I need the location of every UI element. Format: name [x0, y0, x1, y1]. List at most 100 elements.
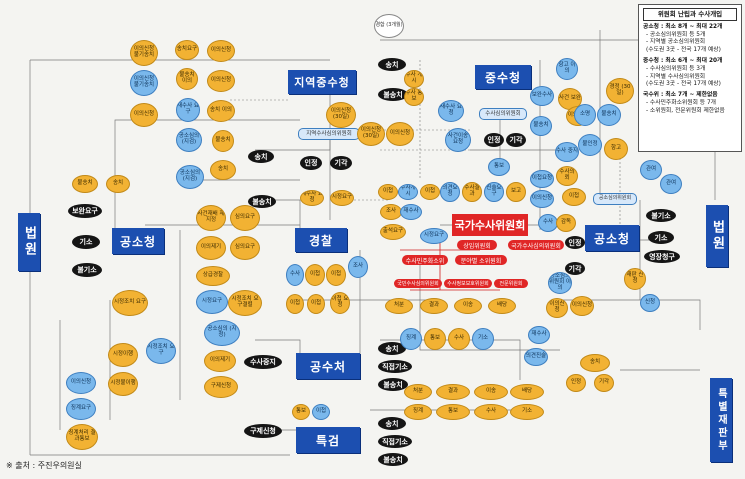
node-o7[interactable]: 이의신청: [130, 103, 158, 127]
node-s17[interactable]: 감독: [556, 214, 576, 232]
node-r15[interactable]: 수사: [474, 404, 508, 420]
node-c13[interactable]: 불송치: [530, 116, 552, 136]
node-s10[interactable]: 진술요구: [484, 182, 504, 202]
node-o20[interactable]: 상급경찰: [196, 266, 230, 286]
node-c9[interactable]: 보완수사: [530, 86, 554, 106]
node-s7[interactable]: 시정요구: [420, 228, 448, 244]
node-c14[interactable]: 수사 중지: [555, 142, 579, 162]
node-p9[interactable]: 시정요구: [330, 190, 354, 206]
node-c29[interactable]: 송치: [580, 354, 610, 372]
node-s3[interactable]: 이첩: [420, 184, 440, 200]
node-o28[interactable]: 시정이행: [108, 343, 138, 367]
node-o30[interactable]: 이의신청: [66, 372, 96, 394]
suhyeon-node[interactable]: 수사중지: [244, 355, 282, 369]
node-r10[interactable]: 결과: [436, 384, 470, 400]
right-warrant-node[interactable]: 영장청구: [644, 250, 680, 263]
node-o8[interactable]: 재수사 요구: [176, 98, 200, 122]
node-r1[interactable]: 처분: [385, 298, 413, 314]
node-o9[interactable]: 송치 이의: [207, 100, 235, 122]
node-o21[interactable]: 시정요구: [196, 290, 228, 314]
central-committee-box[interactable]: 수사심의위원회: [479, 108, 527, 120]
node-c8[interactable]: 사건이송 요청: [445, 128, 471, 152]
node-p6[interactable]: 이첩: [307, 294, 325, 314]
node-o5[interactable]: 이의신청: [207, 70, 235, 92]
red-sub-info-protect[interactable]: 수사정보보호위원회: [444, 279, 492, 288]
prosecution-right-box[interactable]: 공소청: [585, 225, 639, 251]
court-right-box[interactable]: 법원: [706, 205, 728, 267]
node-r7[interactable]: 수사: [448, 328, 470, 350]
node-o18[interactable]: 이의제기: [196, 236, 226, 260]
node-s4[interactable]: 조사: [380, 204, 402, 220]
node-o14[interactable]: 송치: [106, 175, 130, 193]
node-c6[interactable]: 이의신청: [386, 122, 414, 146]
red-sub-democratization[interactable]: 수사민주화소위: [402, 255, 448, 265]
node-s5[interactable]: 재수사: [400, 204, 422, 220]
sc-bulsongchi-node[interactable]: 불송치: [378, 453, 408, 466]
node-o16[interactable]: 사건재배 재지정: [196, 205, 226, 231]
bulsongchi-top-node[interactable]: 불송치: [378, 88, 408, 101]
node-c25[interactable]: 이의신청: [546, 298, 568, 318]
node-r9[interactable]: 처분: [404, 384, 432, 400]
node-c26[interactable]: 공소심의위원회 이의: [548, 272, 572, 294]
regional-committee-box[interactable]: 지역수사심의위원회: [298, 128, 360, 140]
node-o23[interactable]: 공소심의 (지청): [204, 320, 240, 346]
red-sub-citizen-review[interactable]: 국민수사심의위원회: [394, 279, 442, 288]
red-sub-national-review[interactable]: 국가수사심의위원회: [508, 240, 564, 250]
right-injeong-node[interactable]: 인정: [565, 236, 585, 249]
cio-bulsongchi-node[interactable]: 불송치: [378, 378, 408, 391]
node-o29[interactable]: 시정불이행: [108, 372, 138, 396]
right-gigak-node[interactable]: 기각: [565, 262, 585, 275]
node-r5[interactable]: 징계: [400, 328, 422, 350]
node-c27[interactable]: 재수사: [528, 326, 550, 344]
node-c23[interactable]: 신청: [640, 294, 660, 312]
node-o2[interactable]: 송치요구: [175, 40, 199, 60]
central-bureau-box[interactable]: 중수청: [475, 65, 531, 89]
node-s13[interactable]: 수사의뢰: [556, 166, 578, 186]
node-r13[interactable]: 징계: [404, 404, 432, 420]
node-c16[interactable]: 소명: [574, 104, 596, 126]
node-c5[interactable]: 이의신청 (30일): [357, 122, 385, 146]
special-court-box[interactable]: 특별재판부: [710, 378, 732, 462]
red-sub-field[interactable]: 분야별 소위원회: [455, 255, 507, 265]
node-c31[interactable]: 기각: [594, 374, 614, 392]
node-o31[interactable]: 징계요구: [66, 398, 96, 420]
node-s11[interactable]: 보고: [506, 182, 526, 202]
node-c24[interactable]: 이의신청: [570, 296, 594, 316]
node-s16[interactable]: 수사: [538, 214, 558, 232]
node-p5[interactable]: 이첩: [286, 294, 304, 314]
node-o24[interactable]: 이의제기: [204, 350, 236, 372]
node-p7[interactable]: 이첩 요청: [330, 292, 350, 314]
node-s2[interactable]: 수사개시: [398, 184, 418, 200]
node-o11[interactable]: 불송치: [212, 130, 234, 152]
node-s6[interactable]: 출석요구: [380, 224, 406, 240]
node-r3[interactable]: 이송: [454, 298, 482, 314]
node-s1[interactable]: 이첩: [378, 184, 398, 200]
songchi-top-node[interactable]: 송치: [378, 58, 406, 71]
bosan-node[interactable]: 보완요구: [68, 204, 102, 218]
node-o27[interactable]: 시정조치 요구: [146, 338, 176, 364]
node-c18[interactable]: 항고: [604, 138, 628, 160]
node-c28[interactable]: 의견진술: [524, 348, 548, 366]
node-c22[interactable]: 재판 신청: [624, 268, 646, 290]
node-o32[interactable]: 징계처리 결과통보: [66, 424, 98, 450]
node-s8[interactable]: 의견요청: [440, 182, 460, 202]
giso-node[interactable]: 기소: [72, 235, 100, 249]
node-o22[interactable]: 시정조치 요구결렬: [228, 290, 262, 316]
node-s15[interactable]: 이첩: [562, 188, 586, 206]
node-k1[interactable]: 통보: [292, 404, 310, 420]
node-c20[interactable]: 관여: [640, 160, 662, 180]
node-r8[interactable]: 기소: [472, 328, 494, 350]
right-bulgiso-node[interactable]: 불기소: [646, 209, 676, 222]
gujesin-node[interactable]: 구제신청: [244, 424, 282, 438]
node-c21[interactable]: 관여: [660, 174, 682, 194]
node-c7[interactable]: 재수사 요청: [438, 100, 464, 122]
sc-songchi-node[interactable]: 송치: [378, 417, 406, 430]
regional-bureau-box[interactable]: 지역중수청: [288, 70, 356, 94]
songchi-mid-node[interactable]: 송치: [248, 150, 274, 163]
national-committee-box[interactable]: 국가수사위원회: [452, 214, 528, 236]
court-left-box[interactable]: 법원: [18, 213, 40, 271]
node-r16[interactable]: 기소: [510, 404, 544, 420]
node-o1[interactable]: 이의신청 불기송치: [130, 40, 158, 66]
node-o4[interactable]: 불송치 이의: [176, 68, 198, 90]
node-p8[interactable]: 재수사 요청: [300, 190, 324, 206]
